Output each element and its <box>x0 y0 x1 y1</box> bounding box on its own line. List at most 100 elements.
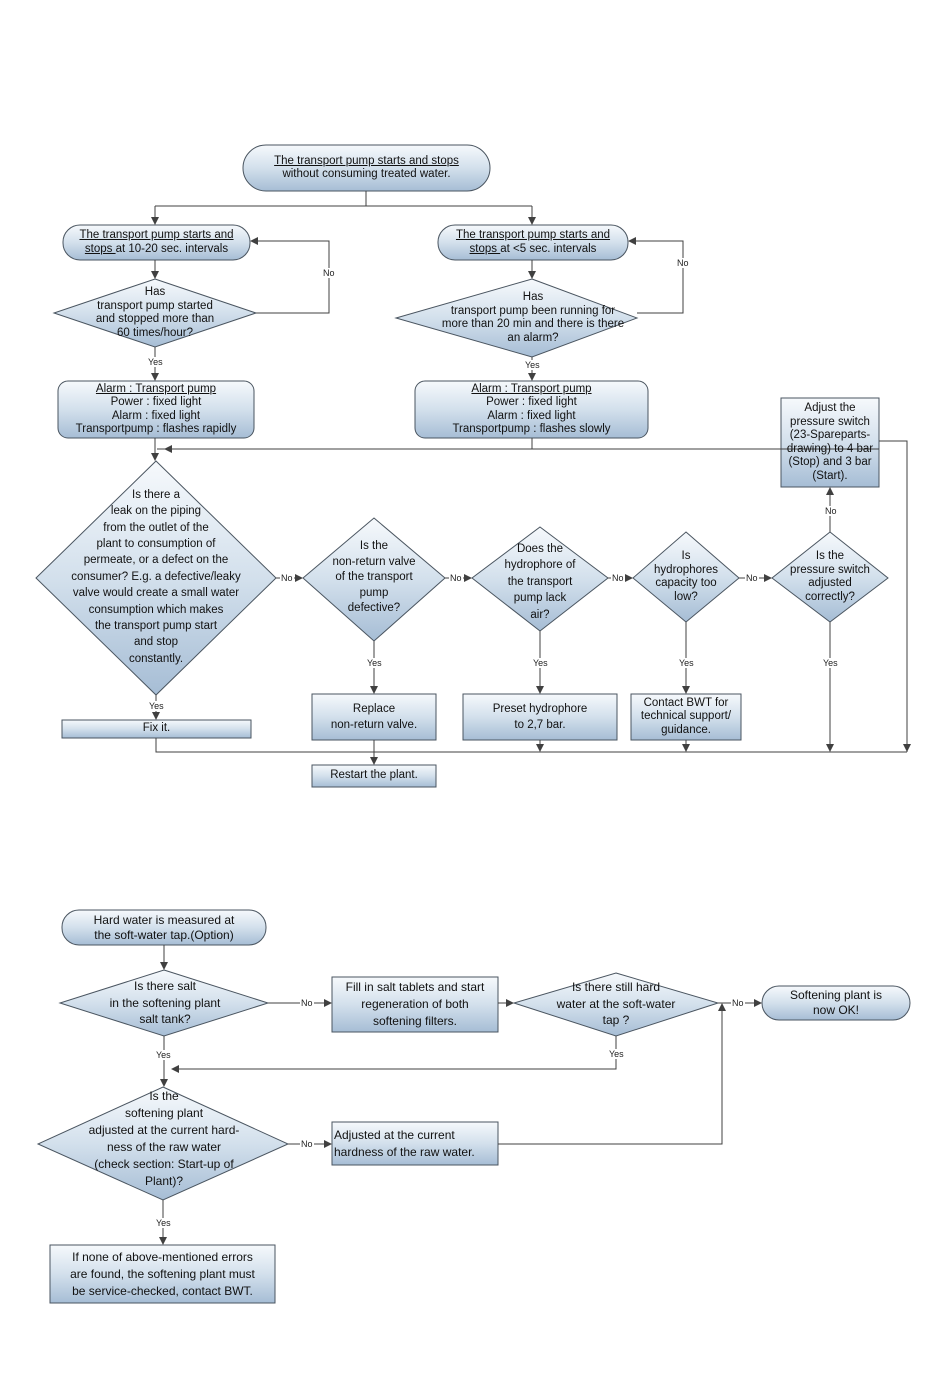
left-alarm-shape <box>57 380 255 439</box>
still-hard-line: tap ? <box>602 1013 630 1028</box>
preset-line: Preset hydrophore <box>492 703 588 715</box>
left-no-label: No <box>322 268 336 278</box>
right-yes-label: Yes <box>524 360 541 370</box>
hydrophore-line: hydrophore of <box>504 559 576 572</box>
adjusted-yes-label: Yes <box>155 1218 172 1228</box>
hydrophore-line: the transport <box>507 575 573 588</box>
adjust-hardness-box: Adjusted at the current hardness of the … <box>334 1122 496 1165</box>
left-alarm-line: Transportpump : flashes rapidly <box>75 423 237 435</box>
left-decision-line: 60 times/hour? <box>116 326 194 339</box>
restart-plant-box: Restart the plant. <box>312 765 436 787</box>
right-condition-line2b: at <5 sec. intervals <box>500 242 597 255</box>
left-condition-line2a: stops <box>84 242 116 255</box>
adjusted-line: adjusted at the current hard- <box>88 1123 240 1137</box>
fix-it-box: Fix it. <box>62 720 251 738</box>
left-decision: Has transport pump started and stopped m… <box>70 285 240 341</box>
adjusted-line: Plant)? <box>144 1174 184 1188</box>
left-yes-label: Yes <box>147 357 164 367</box>
restart-text: Restart the plant. <box>330 769 418 782</box>
still-hard-line: Is there still hard <box>571 980 661 995</box>
left-alarm: Alarm : Transport pump Power : fixed lig… <box>60 382 252 437</box>
fill-line: softening filters. <box>372 1014 458 1028</box>
start-line2: without consuming treated water. <box>282 168 451 180</box>
left-alarm-title: Alarm : Transport pump <box>95 382 217 395</box>
restart-plant-shape <box>311 764 437 788</box>
leak-yes-label: Yes <box>148 701 165 711</box>
adjust-line: drawing) to 4 bar <box>786 442 874 455</box>
nonreturn-no-label: No <box>449 573 463 583</box>
pressure-no-label: No <box>824 506 838 516</box>
salt-yes-label: Yes <box>155 1050 172 1060</box>
leak-line: plant to consumption of <box>96 537 216 550</box>
leak-line: Is there a <box>132 488 180 501</box>
contact-bwt-box: Contact BWT for technical support/ guida… <box>631 694 741 740</box>
nonreturn-line: defective? <box>347 602 401 615</box>
fill-salt-shape <box>331 976 499 1033</box>
hard-water-line: Hard water is measured at <box>93 912 235 927</box>
adjust-line: Adjust the <box>804 402 856 414</box>
pressure-line: adjusted <box>808 577 852 589</box>
still-hard-line: water at the soft-water <box>556 996 676 1011</box>
replace-valve-box: Replace non-return valve. <box>312 694 436 740</box>
leak-line: from the outlet of the <box>103 521 209 534</box>
adjust-pressure-shape <box>780 397 880 488</box>
replace-line: Replace <box>352 703 396 715</box>
softening-ok-shape <box>761 985 911 1021</box>
salt-decision: Is there salt in the softening plant sal… <box>92 978 238 1028</box>
adjusted-line: softening plant <box>124 1106 204 1120</box>
adjusted-line: Is the <box>149 1089 179 1103</box>
ok-line: now OK! <box>812 1003 860 1017</box>
hard-water-line: the soft-water tap.(Option) <box>94 927 234 942</box>
right-alarm: Alarm : Transport pump Power : fixed lig… <box>417 382 646 437</box>
leak-line: consumption which makes <box>88 603 224 616</box>
pressure-decision: Is the pressure switch adjusted correctl… <box>784 548 876 606</box>
adjusted-decision: Is the softening plant adjusted at the c… <box>66 1088 262 1190</box>
adjust-line: (Stop) and 3 bar <box>788 456 872 468</box>
left-condition-line2b: at 10-20 sec. intervals <box>115 242 229 255</box>
leak-line: constantly. <box>128 652 184 665</box>
nonreturn-line: pump <box>359 586 389 599</box>
hydrophore-no-label: No <box>611 573 625 583</box>
right-decision-line: more than 20 min and there is there <box>441 318 625 330</box>
preset-line: to 2,7 bar. <box>514 719 566 731</box>
hydrophore-decision: Does the hydrophore of the transport pum… <box>486 540 594 624</box>
final-line: If none of above-mentioned errors <box>72 1249 253 1264</box>
capacity-line: capacity too <box>655 577 717 589</box>
capacity-line: Is <box>681 550 691 562</box>
nonreturn-line: Is the <box>359 540 389 553</box>
right-decision-line: Has <box>522 291 544 303</box>
fill-line: regeneration of both <box>361 997 469 1011</box>
leak-line: leak on the piping <box>110 505 202 518</box>
salt-no-label: No <box>300 998 314 1008</box>
pressure-line: Is the <box>815 550 845 562</box>
leak-line: consumer? E.g. a defective/leaky <box>71 570 241 583</box>
left-decision-line: transport pump started <box>97 299 213 312</box>
leak-line: permeate, or a defect on the <box>83 554 229 567</box>
capacity-line: hydrophores <box>654 563 718 576</box>
hydrophore-line: Does the <box>516 542 564 555</box>
final-check-box: If none of above-mentioned errors are fo… <box>50 1245 275 1303</box>
right-alarm-line: Alarm : fixed light <box>487 409 576 422</box>
right-decision-line: an alarm? <box>507 331 559 344</box>
adjust-line: (Start). <box>812 469 848 482</box>
contact-line: guidance. <box>661 723 711 736</box>
ok-line: Softening plant is <box>789 988 883 1002</box>
right-no-label: No <box>676 258 690 268</box>
preset-hydrophore-shape <box>462 693 618 741</box>
hydrophore-yes-label: Yes <box>532 658 549 668</box>
adjust-hardness-line: Adjusted at the current <box>334 1127 455 1142</box>
leak-line: the transport pump start <box>94 620 218 633</box>
leak-line: valve would create a small water <box>72 587 240 600</box>
replace-valve-shape <box>311 693 437 741</box>
still-hard-yes-label: Yes <box>608 1049 625 1059</box>
pressure-yes-label: Yes <box>822 658 839 668</box>
capacity-line: low? <box>674 590 698 603</box>
right-condition-line2a: stops <box>469 242 501 255</box>
leak-line: and stop <box>133 636 179 649</box>
contact-line: Contact BWT for <box>643 696 729 709</box>
final-line: are found, the softening plant must <box>70 1266 255 1281</box>
leak-no-label: No <box>280 573 294 583</box>
